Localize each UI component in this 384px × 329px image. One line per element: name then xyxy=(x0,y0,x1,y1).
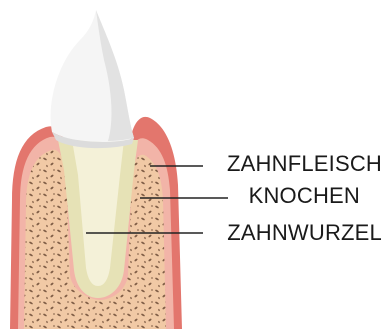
label-root: ZAHNWURZEL xyxy=(227,222,382,244)
label-gum: ZAHNFLEISCH xyxy=(227,153,382,175)
label-bone: KNOCHEN xyxy=(249,185,360,207)
